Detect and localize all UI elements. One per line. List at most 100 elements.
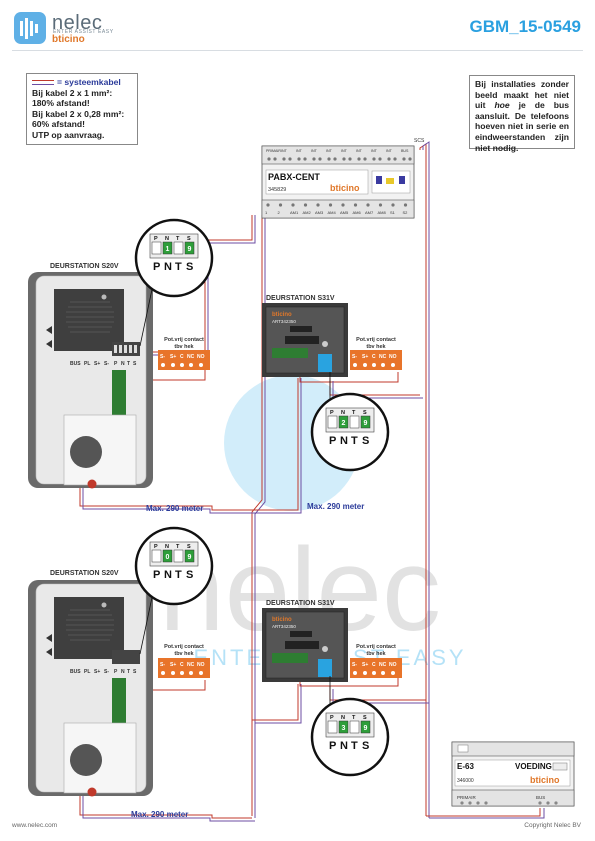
- gate-contact-top-left: Pot.vrij contact tbv hek S- S+ C NC NO: [158, 337, 210, 370]
- terminal-screw-icon: [341, 203, 345, 207]
- terminal-pin: [114, 345, 117, 353]
- cable-note-line: UTP op aanvraag.: [32, 129, 105, 140]
- contact-terminal: NC: [379, 662, 387, 668]
- contact-terminal: S-: [352, 662, 357, 668]
- zoom-slot-label: S: [363, 715, 367, 721]
- audio-icon: [46, 648, 52, 656]
- door-station-s31v-bottom: DEURSTATION S31V bticino ART342350: [262, 600, 348, 682]
- zoom-slot-label: T: [176, 236, 180, 242]
- contact-terminal: S+: [362, 662, 368, 668]
- contact-terminal: NO: [197, 354, 205, 360]
- zoom-slot-label: P: [154, 236, 158, 242]
- zoom-slot-label: P: [330, 715, 334, 721]
- zoom-big-label: S: [362, 740, 369, 752]
- terminal-screw-icon: [403, 203, 408, 207]
- zoom-slot-label: N: [165, 544, 169, 550]
- zoom-slot-label: N: [341, 410, 345, 416]
- pnts-label: S: [133, 669, 137, 675]
- nelec-logo-icon: [14, 12, 46, 44]
- installation-note: Bij installaties zonder beeld maakt het …: [469, 75, 575, 153]
- zoom-slot-label: N: [341, 715, 345, 721]
- module-terminal-label: PL: [84, 669, 90, 675]
- pabx-bottom-terminal-label: AM2: [303, 210, 312, 215]
- terminal-screw-icon: [297, 157, 301, 161]
- terminal-screw-icon: [402, 157, 406, 161]
- installation-note-text: je de bus aansluit. De telefoons hoeven …: [475, 100, 569, 153]
- terminal-screw-icon: [328, 203, 333, 207]
- voeding-article: 346000: [457, 778, 474, 784]
- zoom-big-label: T: [351, 435, 358, 447]
- speaker-grille-icon: [66, 609, 114, 641]
- contact-title: Pot.vrij contact: [356, 644, 396, 650]
- s31v-pcb: [272, 653, 308, 663]
- zoom-slot-label: S: [363, 410, 367, 416]
- document-id: GBM_15-0549: [469, 17, 581, 36]
- terminal-screw-icon: [318, 157, 322, 161]
- zoom-slot: [360, 720, 371, 734]
- zoom-big-label: N: [164, 569, 172, 581]
- terminal-screw-icon: [342, 157, 346, 161]
- power-supply-unit: E-63 VOEDING 346000 bticino PRIMAIR BUS: [451, 741, 575, 807]
- zoom-slot-value: 9: [364, 725, 368, 732]
- contact-terminal: NO: [389, 662, 397, 668]
- bus-cable: [429, 808, 545, 819]
- voeding-terminal-label: BUS: [536, 795, 545, 800]
- door-station-s20v-bottom: DEURSTATION S20V BUS PL S+ S- P N T S: [28, 570, 153, 797]
- contact-sub: tbv hek: [366, 344, 386, 350]
- terminal-screw-icon: [288, 157, 292, 161]
- s31v-pcb: [272, 348, 308, 358]
- zoom-big-label: T: [175, 569, 182, 581]
- zoom-slot-value: 9: [188, 554, 192, 561]
- zoom-slot: [360, 415, 371, 429]
- s31v-dip-switch: [285, 336, 319, 344]
- zoom-big-label: N: [340, 740, 348, 752]
- footer-website: www.nelec.com: [12, 822, 58, 829]
- bus-cable: [255, 684, 302, 724]
- zoom-slot-value: 0: [166, 554, 170, 561]
- door-station-s31v-top: DEURSTATION S31V bticino ART342350: [262, 295, 348, 377]
- installation-note-text: Bij installaties zonder beeld maakt het …: [475, 79, 569, 111]
- pabx-bottom-terminal-label: AM1: [290, 210, 299, 215]
- camera-lens-icon: [101, 294, 107, 300]
- zoom-slot-label: N: [165, 236, 169, 242]
- zoom-slot-label: S: [187, 236, 191, 242]
- module-terminal-label: S+: [94, 669, 100, 675]
- contact-sub: tbv hek: [174, 344, 194, 350]
- zoom-slot-value: 9: [188, 246, 192, 253]
- pnts-label: T: [127, 669, 130, 675]
- terminal-screw-icon: [353, 203, 358, 207]
- contact-terminal: S-: [160, 662, 165, 668]
- zoom-slot-label: T: [352, 715, 356, 721]
- camera-lens-icon: [101, 602, 107, 608]
- zoom-slot: [338, 720, 349, 734]
- s20v-label: DEURSTATION S20V: [50, 263, 119, 270]
- cable-note-line: 180% afstand!: [32, 98, 90, 109]
- bus-cable: [251, 215, 263, 816]
- pnts-label: P: [114, 361, 118, 367]
- pnts-label: P: [114, 669, 118, 675]
- audio-icon: [46, 340, 52, 348]
- pnts-label: N: [121, 361, 125, 367]
- bus-cable: [329, 686, 426, 701]
- terminal-pin: [134, 345, 137, 353]
- zoom-slot-label: T: [352, 410, 356, 416]
- audio-icon: [46, 634, 52, 642]
- s31v-terminal-block: [318, 354, 332, 372]
- terminal-screw-icon: [378, 203, 383, 207]
- bus-cable: [252, 684, 299, 721]
- contact-terminal: S+: [362, 354, 368, 360]
- s31v-connector-icon: [322, 341, 328, 347]
- status-led-icon: [87, 479, 97, 489]
- s31v-label: DEURSTATION S31V: [266, 295, 335, 302]
- contact-terminal: S+: [170, 662, 176, 668]
- zoom-slot: [184, 549, 195, 563]
- distance-label: Max. 290 meter: [146, 504, 203, 513]
- contact-terminal-strip: [158, 350, 210, 370]
- pabx-bottom-terminal-label: AM7: [365, 210, 374, 215]
- gate-contact-top-right: Pot.vrij contact tbv hek S- S+ C NC NO: [350, 337, 402, 370]
- terminal-screw-icon: [408, 157, 412, 161]
- pabx-bottom-terminal-label: 2: [278, 210, 281, 215]
